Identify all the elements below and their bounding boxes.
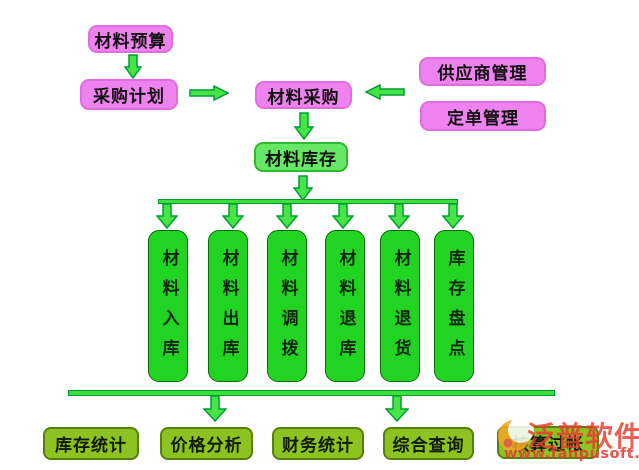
- node-inventory-statistics: 库存统计: [43, 427, 139, 460]
- node-comprehensive-query: 综合查询: [383, 427, 474, 460]
- node-material-transfer: 材料调拨: [267, 230, 307, 382]
- node-supplier-management: 供应商管理: [419, 57, 546, 86]
- node-order-management: 定单管理: [420, 101, 546, 131]
- arrow-down-icon: [442, 203, 464, 229]
- watermark-brand-text: 泛普软件: [527, 420, 639, 453]
- node-label: 库存盘点: [444, 249, 465, 369]
- node-stock-taking: 库存盘点: [434, 230, 474, 382]
- node-label: 材料入库: [158, 249, 179, 369]
- branch-bar-analysis: [68, 390, 555, 396]
- arrow-left-icon: [365, 84, 405, 100]
- node-label: 材料出库: [218, 249, 239, 369]
- arrow-down-icon: [388, 203, 410, 229]
- node-label: 材料退库: [335, 249, 356, 369]
- watermark-url-text: www.fanpusoft.com: [504, 446, 639, 462]
- branch-bar-storage: [158, 199, 458, 204]
- arrow-down-icon: [156, 203, 178, 229]
- node-material-purchase: 材料采购: [255, 81, 352, 109]
- arrow-down-icon: [222, 203, 244, 229]
- arrow-down-icon: [293, 175, 313, 201]
- node-label: 材料调拨: [277, 249, 298, 369]
- node-material-return-store: 材料退库: [325, 230, 365, 382]
- node-material-budget: 材料预算: [88, 25, 173, 53]
- node-label: 材料退货: [390, 249, 411, 369]
- node-accounting-posting: 核算过帐: [497, 426, 599, 459]
- node-material-return-goods: 材料退货: [380, 230, 420, 382]
- node-financial-statistics: 财务统计: [272, 427, 364, 460]
- node-price-analysis: 价格分析: [160, 427, 253, 460]
- arrow-right-icon: [189, 85, 229, 101]
- fanpu-logo-icon: [495, 417, 535, 459]
- node-material-inventory: 材料库存: [254, 142, 348, 172]
- arrow-down-icon: [276, 203, 298, 229]
- node-material-inbound: 材料入库: [148, 230, 188, 382]
- node-purchase-plan: 采购计划: [80, 79, 178, 110]
- arrow-down-icon: [203, 395, 227, 422]
- arrow-down-icon: [294, 112, 314, 140]
- node-material-outbound: 材料出库: [208, 230, 248, 382]
- arrow-down-icon: [385, 395, 409, 422]
- arrow-down-icon: [124, 54, 142, 79]
- arrow-down-icon: [332, 203, 354, 229]
